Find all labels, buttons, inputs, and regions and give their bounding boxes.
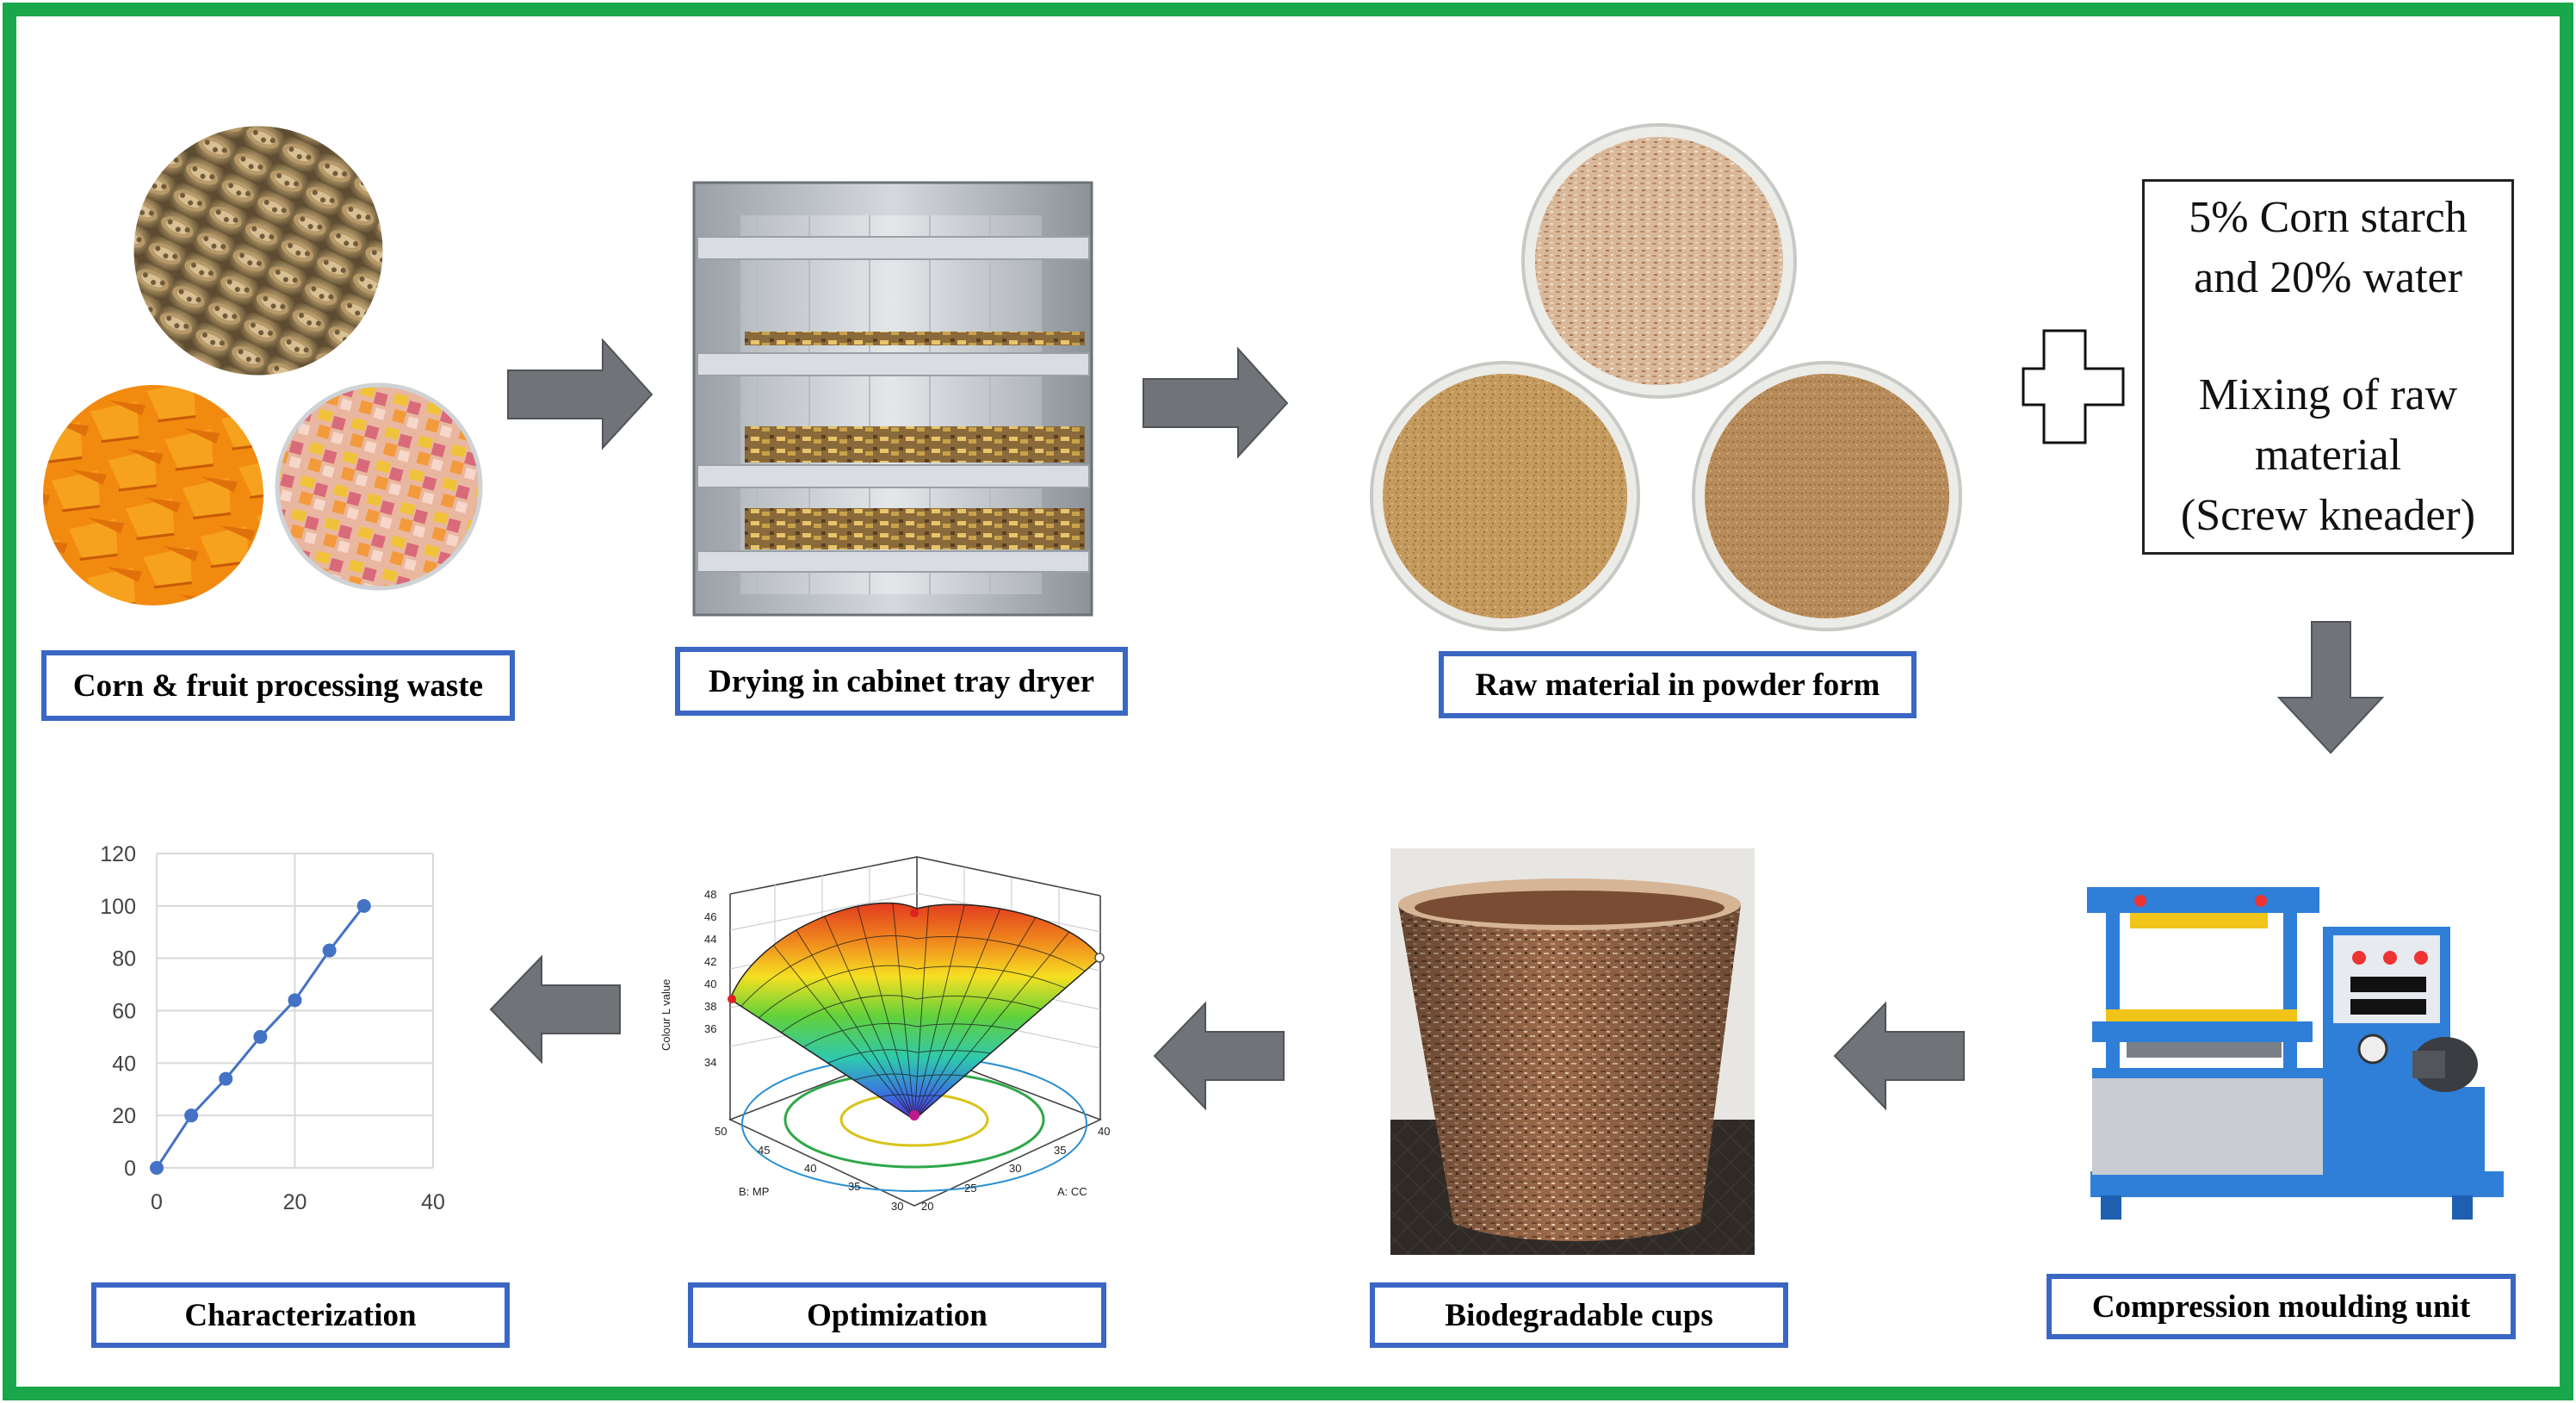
data-point	[219, 1071, 233, 1086]
y-tick-label: 40	[112, 1052, 136, 1076]
y-tick-label: 20	[112, 1104, 136, 1128]
arrow-right-icon	[1142, 346, 1289, 459]
mixing-line: (Screw kneader)	[2180, 491, 2476, 540]
z-tick: 38	[704, 1000, 716, 1013]
label-powder: Raw material in powder form	[1439, 651, 1917, 718]
mixing-line: and 20% water	[2194, 253, 2462, 302]
x-tick-label: 0	[151, 1190, 163, 1214]
a-tick: 20	[921, 1200, 933, 1213]
data-point	[253, 1029, 268, 1044]
b-tick: 35	[848, 1180, 860, 1193]
powder-images	[1370, 123, 1962, 631]
arrow-left-icon	[1153, 1001, 1285, 1111]
plus-icon	[2022, 329, 2125, 444]
waste-images	[43, 123, 483, 605]
z-tick: 34	[704, 1056, 716, 1069]
data-point	[150, 1161, 164, 1175]
mixing-line: Mixing of raw	[2198, 370, 2458, 419]
y-tick-label: 120	[100, 842, 136, 866]
y-tick-label: 100	[100, 895, 136, 919]
y-tick-label: 0	[124, 1157, 136, 1181]
characterization-line-chart: 0 20 40 60 80 100 120 0 20 40	[100, 842, 445, 1214]
z-axis-title: Colour L value	[659, 979, 672, 1051]
a-tick: 25	[964, 1182, 976, 1195]
arrow-left-icon	[1833, 1001, 1965, 1111]
b-tick: 40	[804, 1162, 816, 1175]
z-tick: 44	[704, 933, 716, 946]
fruit-peel-image	[277, 385, 480, 588]
y-tick-label: 60	[112, 1000, 136, 1024]
cup-image	[1390, 848, 1755, 1255]
mixing-line: material	[2254, 431, 2402, 480]
z-tick: 36	[704, 1022, 716, 1035]
mixing-line: 5% Corn starch	[2189, 193, 2468, 242]
arrow-left-icon	[489, 954, 621, 1065]
b-tick: 30	[891, 1200, 903, 1213]
label-optimization: Optimization	[688, 1282, 1106, 1348]
label-waste: Corn & fruit processing waste	[41, 650, 515, 721]
z-tick: 42	[704, 955, 716, 968]
label-cups: Biodegradable cups	[1370, 1282, 1788, 1348]
mixing-info-box: 5% Corn starch and 20% water Mixing of r…	[2142, 179, 2514, 555]
b-axis-title: B: MP	[739, 1185, 769, 1198]
z-tick: 46	[704, 910, 716, 923]
z-tick: 48	[704, 888, 716, 901]
b-tick: 50	[715, 1125, 727, 1138]
compression-machine-image	[2087, 877, 2504, 1220]
outer-frame	[3, 3, 2573, 1400]
x-tick-label: 20	[283, 1190, 307, 1214]
x-tick-label: 40	[421, 1190, 445, 1214]
a-axis-title: A: CC	[1057, 1185, 1087, 1198]
corn-cob-image	[133, 125, 384, 376]
data-point	[322, 943, 337, 958]
arrow-down-icon	[2276, 621, 2385, 754]
b-tick: 45	[758, 1144, 770, 1157]
y-tick-label: 80	[112, 947, 136, 972]
z-tick: 40	[704, 978, 716, 990]
label-drying: Drying in cabinet tray dryer	[675, 647, 1128, 716]
label-moulding: Compression moulding unit	[2047, 1274, 2516, 1339]
response-surface-plot: Colour L value 48 46 44 42 40 38 36 34 5…	[659, 856, 1110, 1213]
a-tick: 40	[1098, 1125, 1110, 1138]
a-tick: 35	[1054, 1144, 1066, 1157]
arrow-right-icon	[507, 338, 653, 450]
a-tick: 30	[1009, 1162, 1021, 1175]
data-point	[288, 993, 302, 1008]
pumpkin-peel-image	[43, 385, 263, 605]
label-characterization: Characterization	[91, 1282, 510, 1348]
data-point	[184, 1108, 199, 1123]
data-point	[356, 898, 371, 913]
tray-dryer-image	[692, 181, 1093, 617]
